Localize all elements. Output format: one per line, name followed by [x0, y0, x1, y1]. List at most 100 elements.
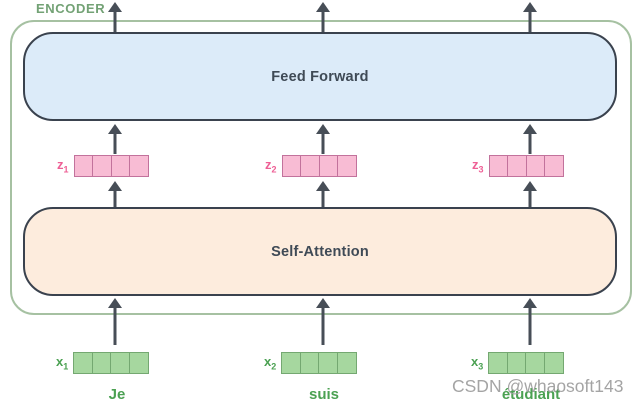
vector-cell [488, 352, 509, 374]
arrow-stem [528, 305, 532, 345]
arrow-stem [321, 305, 325, 345]
arrow-stem [113, 131, 117, 154]
arrow-head [523, 181, 537, 191]
vector-cell [73, 352, 94, 374]
up-arrow [523, 298, 537, 345]
vector-cell [507, 155, 528, 177]
feed-forward-label: Feed Forward [271, 68, 369, 85]
z1-label-base: z [57, 156, 64, 172]
x3-cells [488, 352, 564, 374]
up-arrow [316, 2, 330, 33]
self-attention-label: Self-Attention [271, 243, 369, 260]
vector-cell [318, 155, 339, 177]
vector-cell [488, 155, 509, 177]
x3-label: x3 [471, 355, 483, 372]
z2-label-base: z [265, 156, 272, 172]
vector-cell [73, 155, 94, 177]
encoder-outline [10, 20, 632, 315]
vector-cell [525, 352, 546, 374]
vector-cell [506, 352, 527, 374]
z2-label-sub: 2 [271, 164, 277, 175]
x2-cells [281, 352, 357, 374]
vector-cell [110, 352, 131, 374]
input-word-etudiant: étudiant [501, 386, 561, 403]
x3-label-base: x [471, 353, 479, 369]
arrow-stem [113, 9, 117, 33]
z1-cells [73, 155, 150, 177]
arrow-stem [113, 305, 117, 345]
vector-cell [299, 352, 320, 374]
arrow-head [523, 124, 537, 134]
up-arrow [316, 181, 330, 207]
z1-label: z1 [57, 158, 69, 175]
self-attention-block: Self-Attention [23, 207, 617, 296]
arrow-head [316, 181, 330, 191]
arrow-stem [321, 188, 325, 207]
arrow-stem [113, 188, 117, 207]
input-word-je: Je [108, 386, 126, 403]
arrow-head [316, 124, 330, 134]
vector-cell [129, 155, 150, 177]
up-arrow [523, 124, 537, 154]
arrow-stem [321, 131, 325, 154]
up-arrow [316, 124, 330, 154]
input-word-suis: suis [308, 386, 339, 403]
vector-cell [281, 352, 302, 374]
vector-cell [318, 352, 339, 374]
z1-vector: z1 [57, 155, 150, 177]
vector-cell [543, 352, 564, 374]
x1-label-sub: 1 [63, 361, 69, 372]
up-arrow [108, 2, 122, 33]
x2-label-base: x [264, 353, 272, 369]
vector-cell [544, 155, 565, 177]
up-arrow [523, 2, 537, 33]
x1-cells [73, 352, 149, 374]
vector-cell [525, 155, 546, 177]
z1-label-sub: 1 [63, 164, 69, 175]
vector-cell [300, 155, 321, 177]
up-arrow [316, 298, 330, 345]
arrow-stem [321, 9, 325, 33]
vector-cell [281, 155, 302, 177]
up-arrow [108, 298, 122, 345]
feed-forward-block: Feed Forward [23, 32, 617, 121]
x3-vector: x3 [471, 352, 564, 374]
z3-label: z3 [472, 158, 484, 175]
x1-label-base: x [56, 353, 64, 369]
encoder-title: ENCODER [36, 1, 106, 16]
arrow-head [108, 124, 122, 134]
z2-vector: z2 [265, 155, 358, 177]
up-arrow [108, 181, 122, 207]
vector-cell [336, 352, 357, 374]
arrow-head [316, 298, 330, 308]
arrow-head [316, 2, 330, 12]
x3-label-sub: 3 [478, 361, 484, 372]
arrow-head [108, 181, 122, 191]
up-arrow [523, 181, 537, 207]
x2-label-sub: 2 [271, 361, 277, 372]
csdn-watermark: CSDN @whaosoft143 [452, 376, 624, 396]
z3-cells [488, 155, 565, 177]
vector-cell [337, 155, 358, 177]
arrow-stem [528, 9, 532, 33]
arrow-stem [528, 188, 532, 207]
arrow-head [523, 2, 537, 12]
z3-label-sub: 3 [478, 164, 484, 175]
arrow-head [108, 298, 122, 308]
x2-vector: x2 [264, 352, 357, 374]
x2-label: x2 [264, 355, 276, 372]
arrow-stem [528, 131, 532, 154]
vector-cell [110, 155, 131, 177]
z2-cells [281, 155, 358, 177]
arrow-head [523, 298, 537, 308]
arrow-head [108, 2, 122, 12]
x1-vector: x1 [56, 352, 149, 374]
vector-cell [128, 352, 149, 374]
up-arrow [108, 124, 122, 154]
x1-label: x1 [56, 355, 68, 372]
vector-cell [92, 155, 113, 177]
z3-label-base: z [472, 156, 479, 172]
z3-vector: z3 [472, 155, 565, 177]
z2-label: z2 [265, 158, 277, 175]
